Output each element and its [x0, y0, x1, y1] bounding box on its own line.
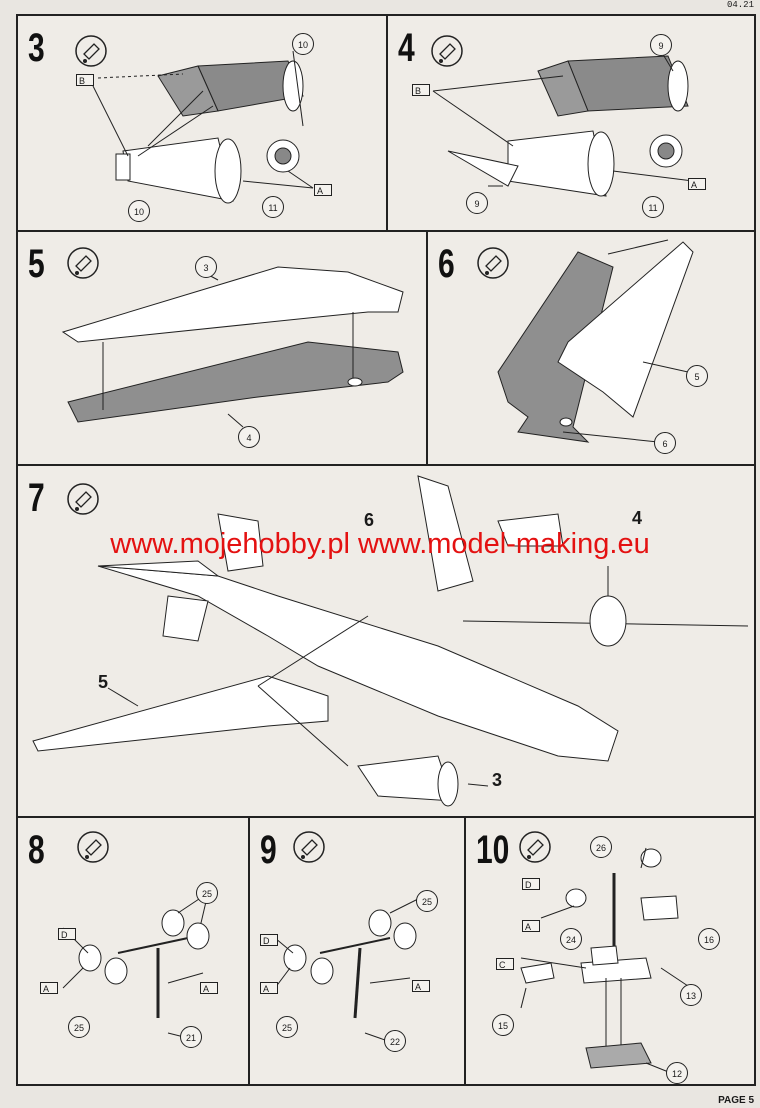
step-5-panel: 5 3 4 — [16, 230, 428, 466]
part-callout: 26 — [590, 836, 612, 858]
part-callout: 25 — [68, 1016, 90, 1038]
part-callout: 11 — [262, 196, 284, 218]
engine-assembly-drawing — [92, 50, 314, 204]
letter-tag-a: A — [40, 982, 58, 994]
part-label: 5 — [98, 672, 109, 692]
page-number: PAGE 5 — [718, 1095, 754, 1106]
glue-icon — [76, 830, 110, 864]
part-callout: 15 — [492, 1014, 514, 1036]
letter-tag-d: D — [260, 934, 278, 946]
step-3-panel: 3 B A 10 10 11 — [16, 14, 388, 232]
glue-icon — [430, 34, 464, 68]
part-callout: 24 — [560, 928, 582, 950]
wing-assembly-drawing — [61, 266, 404, 428]
step-number: 8 — [28, 828, 45, 872]
letter-tag-d: D — [522, 878, 540, 890]
tail-assembly-drawing — [497, 239, 694, 443]
page-code: 04.21 — [726, 0, 754, 10]
part-callout: 10 — [128, 200, 150, 222]
step-number: 7 — [28, 476, 45, 520]
letter-tag-a: A — [200, 982, 218, 994]
glue-icon — [66, 246, 100, 280]
landing-gear-drawing — [274, 897, 421, 1041]
part-callout: 5 — [686, 365, 708, 387]
part-label: 4 — [632, 508, 643, 528]
engine-assembly-drawing — [432, 45, 694, 197]
step-4-panel: 4 B A 9 9 11 — [386, 14, 756, 232]
letter-tag-a: A — [314, 184, 332, 196]
step-number: 5 — [28, 242, 45, 286]
part-callout: 22 — [384, 1030, 406, 1052]
glue-icon — [66, 482, 100, 516]
part-callout: 25 — [276, 1016, 298, 1038]
step-number: 4 — [398, 26, 415, 70]
part-callout: 9 — [650, 34, 672, 56]
step-number: 9 — [260, 828, 277, 872]
fuselage-assembly-drawing — [32, 475, 749, 807]
letter-tag-a: A — [522, 920, 540, 932]
part-callout: 12 — [666, 1062, 688, 1084]
step-7-panel: 7 6 4 5 3 — [16, 464, 756, 818]
part-callout: 25 — [196, 882, 218, 904]
part-callout: 13 — [680, 984, 702, 1006]
step-9-panel: 9 D A A 25 25 22 — [248, 816, 466, 1086]
step-number: 3 — [28, 26, 45, 70]
step-number: 10 — [476, 828, 510, 872]
glue-icon — [518, 830, 552, 864]
step-10-panel: 10 D A C 26 24 16 13 15 1 — [464, 816, 756, 1086]
step-number: 6 — [438, 242, 455, 286]
letter-tag-a: A — [260, 982, 278, 994]
part-callout: 21 — [180, 1026, 202, 1048]
part-callout: 6 — [654, 432, 676, 454]
letter-tag-b: B — [412, 84, 430, 96]
part-callout: 10 — [292, 33, 314, 55]
letter-tag-a: A — [688, 178, 706, 190]
letter-tag-d: D — [58, 928, 76, 940]
part-label: 3 — [492, 770, 503, 790]
watermark-text: www.mojehobby.pl www.model-making.eu — [110, 528, 650, 560]
part-callout: 11 — [642, 196, 664, 218]
part-callout: 25 — [416, 890, 438, 912]
part-callout: 9 — [466, 192, 488, 214]
letter-tag-b: B — [76, 74, 94, 86]
step-6-panel: 6 5 6 — [426, 230, 756, 466]
glue-icon — [476, 246, 510, 280]
step-8-panel: 8 D A A 25 25 21 — [16, 816, 250, 1086]
part-label: 6 — [364, 510, 375, 530]
landing-gear-drawing — [62, 892, 210, 1039]
letter-tag-c: C — [496, 958, 514, 970]
glue-icon — [74, 34, 108, 68]
landing-gear-drawing — [520, 847, 692, 1074]
part-callout: 3 — [195, 256, 217, 278]
part-callout: 4 — [238, 426, 260, 448]
part-callout: 16 — [698, 928, 720, 950]
letter-tag-a: A — [412, 980, 430, 992]
glue-icon — [292, 830, 326, 864]
